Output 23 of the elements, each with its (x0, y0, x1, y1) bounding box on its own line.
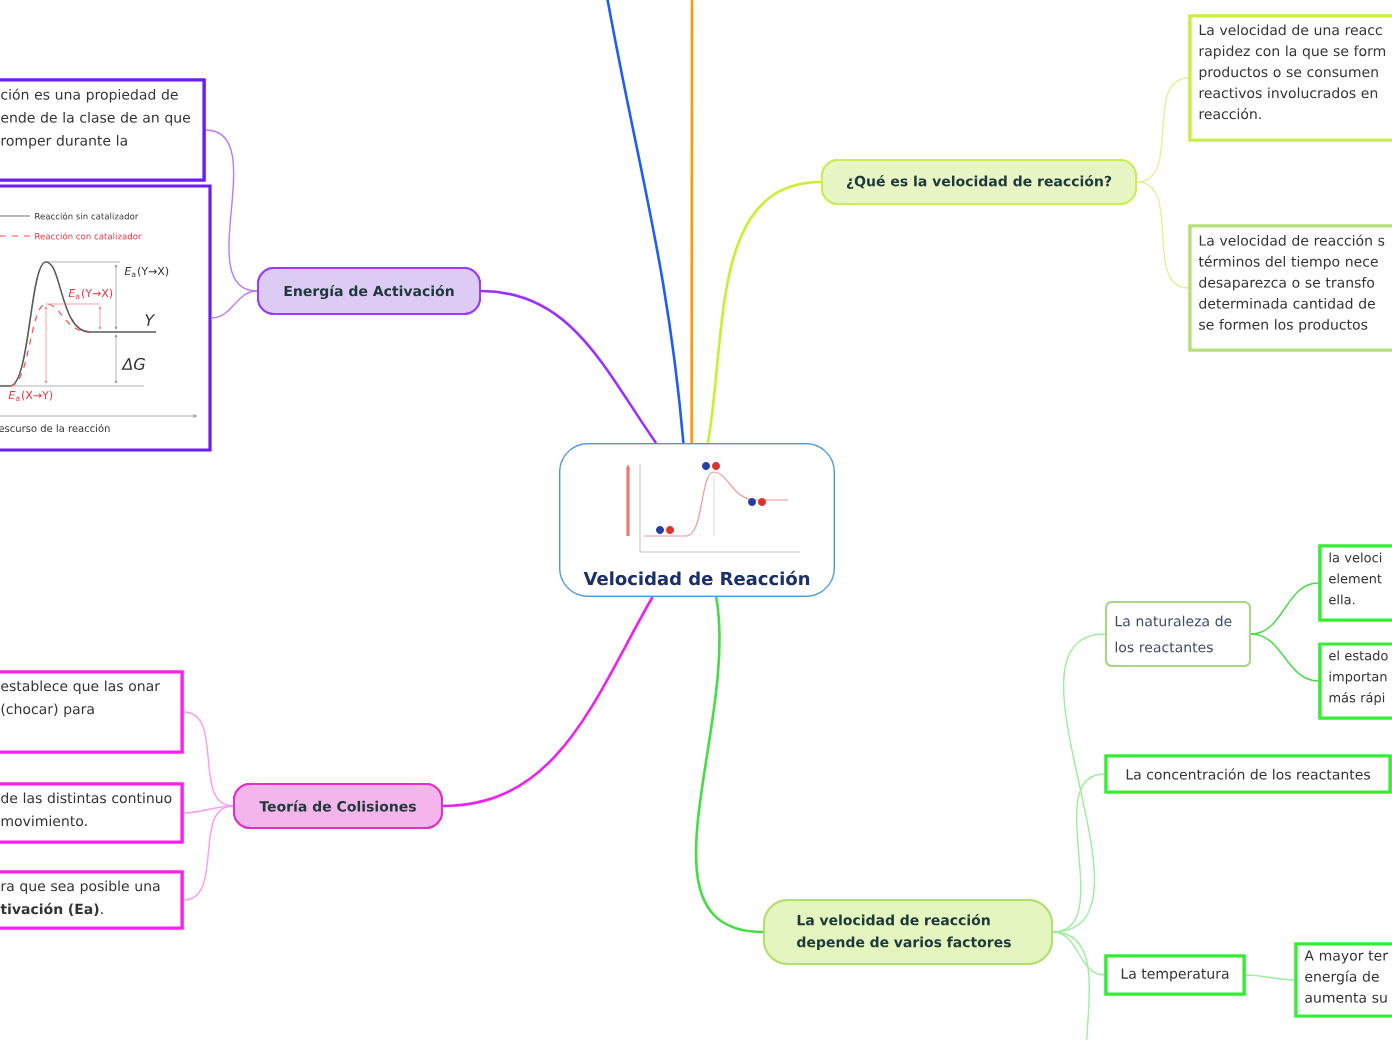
connector-line (706, 180, 822, 444)
connector-line (690, 0, 694, 443)
connector-line (1244, 974, 1296, 981)
energy-diagram-drawing (625, 462, 801, 553)
connector-line (1052, 931, 1106, 976)
connector-line (694, 596, 764, 934)
graph-label: Y (145, 314, 156, 326)
graph-label: ΔG (121, 357, 145, 371)
connector-line (1052, 931, 1090, 1040)
connector-line (1136, 77, 1190, 183)
connector-line (1250, 582, 1320, 635)
connector-line (204, 129, 258, 292)
connector-line (182, 805, 234, 901)
central-topic-box: Velocidad de Reacción (559, 443, 835, 597)
connector-line (182, 711, 234, 807)
connector-line (1052, 773, 1106, 933)
connector-line (210, 290, 258, 319)
connector-line (1136, 181, 1190, 289)
connector-line (442, 596, 654, 808)
connector-line (1250, 633, 1320, 682)
connector-line (602, 0, 685, 444)
connector-line (182, 805, 234, 814)
connector-line (480, 289, 658, 444)
